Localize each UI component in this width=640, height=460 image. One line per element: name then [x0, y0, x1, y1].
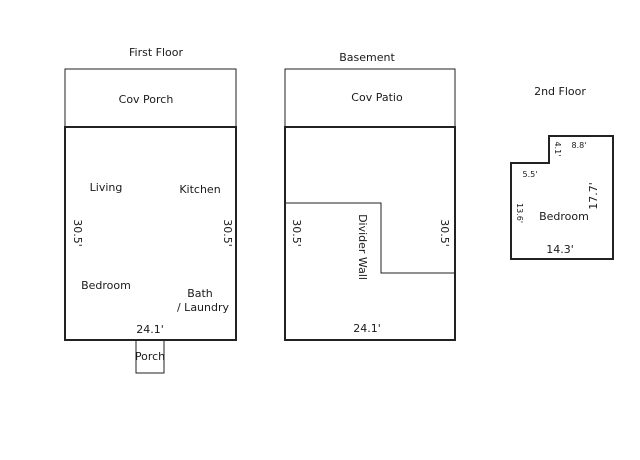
second-floor-plan: 2nd Floor 8.8' 4.1' 5.5' 13.6' 17.7' Bed…	[510, 85, 614, 260]
porch-label: Porch	[135, 350, 165, 363]
second-floor-left-dimension: 13.6'	[515, 203, 524, 223]
second-floor-title: 2nd Floor	[534, 85, 586, 98]
basement-bottom-dimension: 24.1'	[353, 322, 381, 335]
basement-title: Basement	[339, 51, 395, 64]
first-floor-left-dimension: 30.5'	[71, 219, 84, 247]
divider-wall-line	[285, 202, 455, 274]
first-floor-title: First Floor	[129, 46, 183, 59]
bath-label: Bath	[187, 287, 213, 300]
basement-left-dimension: 30.5'	[290, 219, 303, 247]
first-floor-bottom-dimension: 24.1'	[136, 323, 164, 336]
laundry-label: / Laundry	[177, 301, 230, 314]
divider-wall-label: Divider Wall	[356, 214, 369, 280]
second-floor-bottom-dimension: 14.3'	[546, 243, 574, 256]
kitchen-label: Kitchen	[179, 183, 220, 196]
basement-plan: Basement Cov Patio Divider Wall 30.5' 30…	[284, 51, 456, 341]
second-floor-right-dimension: 17.7'	[587, 182, 600, 210]
first-floor-cov-porch-label: Cov Porch	[119, 93, 174, 106]
basement-main-outline	[284, 126, 456, 341]
first-floor-bedroom-label: Bedroom	[81, 279, 131, 292]
porch-outline	[135, 339, 165, 374]
second-floor-outline	[510, 135, 614, 260]
second-floor-bedroom-label: Bedroom	[539, 210, 589, 223]
second-floor-step-dimension: 5.5'	[523, 170, 538, 179]
first-floor-right-dimension: 30.5'	[221, 219, 234, 247]
second-floor-notch-dimension: 4.1'	[553, 142, 562, 157]
second-floor-top-dimension: 8.8'	[572, 141, 587, 150]
cov-patio-label: Cov Patio	[351, 91, 403, 104]
first-floor-plan: First Floor Cov Porch Living Kitchen Bed…	[64, 46, 237, 374]
living-room-label: Living	[90, 181, 123, 194]
basement-right-dimension: 30.5'	[438, 219, 451, 247]
